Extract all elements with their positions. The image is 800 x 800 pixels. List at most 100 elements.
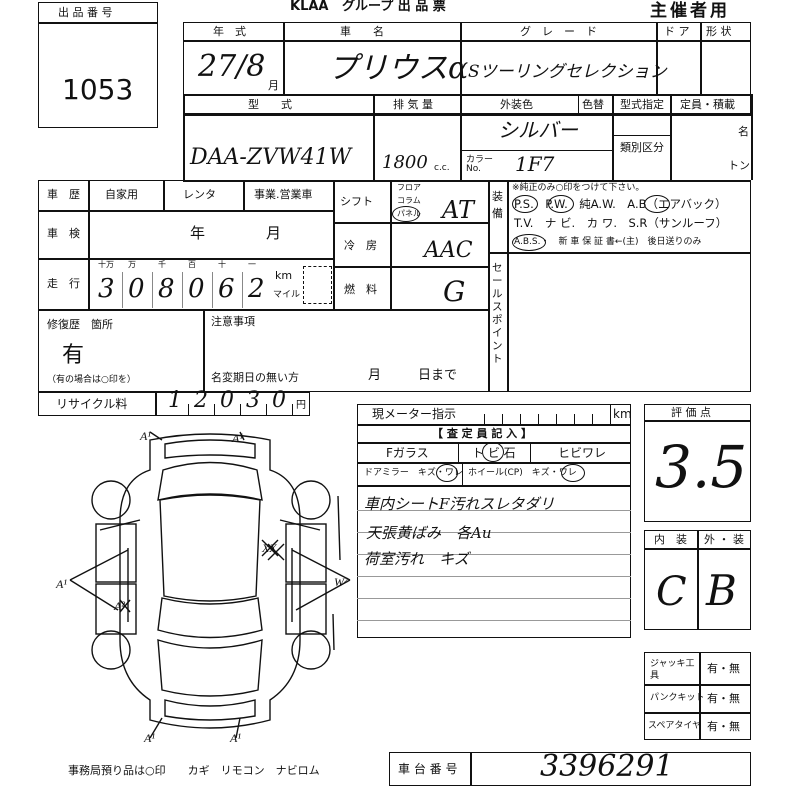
exterior-label: 外 ・ 装 xyxy=(704,533,744,546)
recycle-unit: 円 xyxy=(296,400,306,411)
shape-label: 形 状 xyxy=(706,25,732,38)
shift-column: コラム xyxy=(397,196,421,205)
tools-box xyxy=(644,652,751,740)
score-value: 3.5 xyxy=(655,433,748,501)
repair-label: 修復歴 箇所 xyxy=(47,318,113,331)
month-unit: 月 xyxy=(268,79,279,92)
deadline-month: 月 xyxy=(368,368,382,383)
ps-circle-mark xyxy=(512,195,538,213)
spare-options: 有・無 xyxy=(707,720,740,733)
kit-options: 有・無 xyxy=(707,692,740,705)
mark-right-hatch: XX xyxy=(261,541,277,555)
mileage-digit-header: 万 xyxy=(128,260,136,269)
mirror-label: ドアミラー キズ・ワレ xyxy=(364,468,463,478)
color-change-label: 色替 xyxy=(582,98,604,111)
cc-unit: c.c. xyxy=(434,163,450,173)
mark-right-side: W² xyxy=(334,575,348,589)
shaken-label: 車 検 xyxy=(47,227,80,240)
shift-floor: フロア xyxy=(397,183,421,192)
repair-notes-table xyxy=(38,310,489,392)
mile-unit: マイル xyxy=(273,290,301,300)
usage-private: 自家用 xyxy=(105,188,138,201)
puncture-kit-label: パンクキット xyxy=(650,693,705,703)
equipment-side-label: 装備 xyxy=(492,190,503,220)
equipment-table xyxy=(489,180,751,392)
panel-circle-mark xyxy=(392,206,420,222)
km-unit: km xyxy=(275,269,293,282)
equipment-note: ※純正のみ○印をつけて下さい。 xyxy=(512,183,645,193)
displacement-label: 排 気 量 xyxy=(393,98,433,111)
mileage-digit: 6 xyxy=(218,274,235,304)
exterior-color-label: 外装色 xyxy=(500,98,533,111)
fuel-value: G xyxy=(443,275,466,308)
interior-grade: C xyxy=(656,569,687,615)
repair-value: 有 xyxy=(62,343,85,368)
model-designation-label: 型式指定 xyxy=(620,98,664,111)
comment-line-2: 天張黄ばみ 各Au xyxy=(366,524,492,542)
mileage-digit: 0 xyxy=(188,274,205,304)
chassis-box xyxy=(389,752,751,786)
meter-km-unit: km xyxy=(613,407,632,421)
classification-label: 類別区分 xyxy=(620,141,664,154)
lot-number-box xyxy=(38,2,158,128)
copy-label: 主催者用 xyxy=(650,1,730,21)
name-label: 車 名 xyxy=(340,25,384,38)
ac-label: 冷 房 xyxy=(344,239,377,252)
mark-front-right: A¹ xyxy=(231,431,243,445)
notes-label: 注意事項 xyxy=(211,315,255,328)
comment-line-3: 荷室汚れ キズ xyxy=(364,550,470,568)
mirror-circle-mark xyxy=(436,464,458,482)
grade-value: Sツーリングセレクション xyxy=(468,62,667,82)
sales-point-label: セールスポイント xyxy=(492,262,503,365)
inspector-title: 【 査 定 員 記 入 】 xyxy=(432,427,532,440)
mark-rear-right: A¹ xyxy=(229,731,241,745)
mark-rear-left: A¹ xyxy=(143,731,155,745)
shaken-month: 月 xyxy=(266,224,282,242)
meter-label: 現メーター指示 xyxy=(372,407,457,421)
recycle-digit: 0 xyxy=(220,388,234,413)
score-label: 評 価 点 xyxy=(671,406,711,419)
inspector-panel xyxy=(357,404,631,638)
equipment-line1: P.S. P.W. 純A.W. A.B（エアバック） xyxy=(514,197,727,211)
equipment-line2: T.V. ナ ビ. カ ワ. S.R（サンルーフ） xyxy=(514,216,728,230)
mileage-digit: 8 xyxy=(158,274,175,304)
door-label: ド ア xyxy=(664,25,690,38)
lot-number: 1053 xyxy=(62,73,134,106)
jack-label: ジャッキ工具 xyxy=(650,659,695,681)
shift-label: シフト xyxy=(340,195,373,208)
vehicle-header-table xyxy=(183,22,751,116)
model-value: DAA-ZVW41W xyxy=(190,145,352,170)
fuel-label: 燃 料 xyxy=(344,283,377,296)
mileage-digit: 0 xyxy=(128,274,145,304)
car-name-value: プリウスα xyxy=(328,51,469,86)
chassis-number: 3396291 xyxy=(540,749,674,784)
color-no-value: 1F7 xyxy=(515,152,555,176)
form-title: グループ 出 品 票 xyxy=(342,0,446,14)
recycle-digit: 1 xyxy=(168,388,182,413)
wheel-label: ホイール(CP) キズ・ワレ xyxy=(468,468,577,478)
recycle-digit: 2 xyxy=(194,388,208,413)
mileage-digit: 2 xyxy=(248,274,265,304)
shaken-year: 年 xyxy=(190,224,206,242)
interior-label: 内 装 xyxy=(654,533,687,546)
jack-options: 有・無 xyxy=(707,662,740,675)
mile-checkbox xyxy=(303,266,332,304)
year-label: 年 式 xyxy=(213,25,246,38)
mileage-digit-header: 十 xyxy=(218,260,226,269)
model-label: 型 式 xyxy=(248,98,292,111)
spare-tire-label: スペアタイヤ xyxy=(648,721,702,731)
ab-circle-mark xyxy=(644,195,670,213)
repair-note: （有の場合は○印を） xyxy=(47,375,136,385)
recycle-digit: 0 xyxy=(272,388,286,413)
equipment-line3: A.B.S.・ 新 車 保 証 書←(主) 後日送りのみ xyxy=(514,237,702,247)
mileage-digit-header: 十万 xyxy=(98,260,114,269)
grade-label: グ レ ー ド xyxy=(520,25,597,38)
usage-label: 車 歴 xyxy=(47,188,80,201)
footer-text: 事務局預り品は○印 カギ リモコン ナビロム xyxy=(68,764,320,777)
color-no-label: カラー No. xyxy=(466,155,494,174)
year-value: 27/8 xyxy=(198,49,266,84)
lot-number-label: 出 品 番 号 xyxy=(58,6,113,19)
mark-front-left: A¹ xyxy=(139,429,151,443)
usage-rental: レンタ xyxy=(183,188,216,201)
